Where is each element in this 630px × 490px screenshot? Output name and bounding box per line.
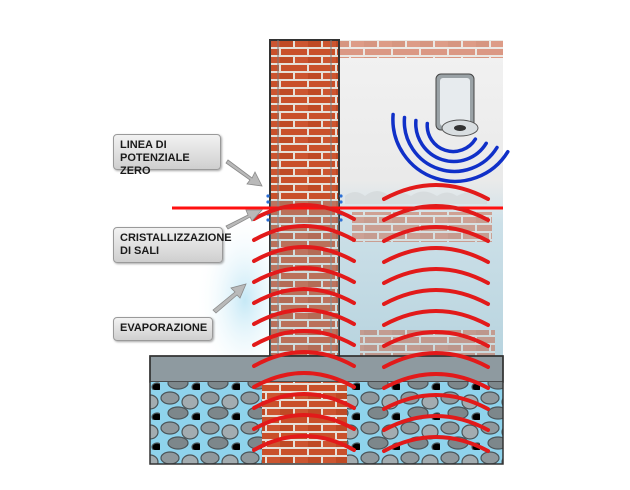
red-wave-arc [382, 267, 490, 285]
blue-wave-arc [402, 115, 499, 174]
red-wave-arc [252, 413, 356, 431]
label-salt-crystallization: CRISTALLIZZAZIONE DI SALI [113, 227, 232, 263]
label-evaporation: EVAPORAZIONE [113, 317, 213, 341]
ground-stones-left [150, 382, 262, 464]
red-wave-arc [382, 204, 490, 222]
red-wave-arc [252, 287, 356, 305]
red-wave-arc [252, 371, 356, 389]
label-zero-potential-line: LINEA DI POTENZIALE ZERO [113, 134, 221, 177]
red-wave-arc [252, 266, 356, 284]
label-salt-crystallization-2: DI SALI [120, 245, 160, 257]
label-salt-crystallization-1: CRISTALLIZZAZIONE [120, 232, 232, 244]
peeling-plaster [345, 191, 487, 204]
red-wave-arc [252, 329, 356, 347]
blue-wave-arc [425, 121, 478, 154]
red-wave-arc [252, 308, 356, 326]
red-wave-arc [252, 245, 356, 263]
red-wave-arc [382, 351, 490, 369]
floor-slab [150, 356, 503, 382]
red-wave-arc [252, 203, 356, 221]
label-zero-potential-line-1: LINEA DI [120, 139, 167, 151]
red-wave-arc [382, 372, 490, 390]
red-wave-arc [252, 224, 356, 242]
brick-wall [270, 40, 339, 356]
red-waves-room [382, 183, 490, 453]
interior-brick-top [339, 40, 503, 58]
label-zero-potential-line-2: POTENZIALE ZERO [120, 152, 190, 177]
red-wave-arc [382, 225, 490, 243]
red-wave-arc [382, 288, 490, 306]
red-wave-arc [382, 435, 490, 453]
red-wave-arc [252, 350, 356, 368]
red-wave-arc [382, 183, 490, 201]
wall-mounted-emitter-icon [435, 73, 479, 137]
red-wave-arc [382, 393, 490, 411]
red-wave-arc [382, 246, 490, 264]
label-evaporation-text: EVAPORAZIONE [120, 322, 208, 334]
red-wave-arc [382, 414, 490, 432]
blue-wave-arc [414, 118, 488, 164]
red-waves-wall [252, 203, 356, 452]
red-wave-arc [252, 434, 356, 452]
blue-waves-device [391, 112, 510, 184]
callout-arrows [212, 159, 263, 314]
red-wave-arc [382, 309, 490, 327]
blue-wave-arc [391, 112, 510, 184]
red-wave-arc [252, 392, 356, 410]
red-wave-arc [382, 330, 490, 348]
